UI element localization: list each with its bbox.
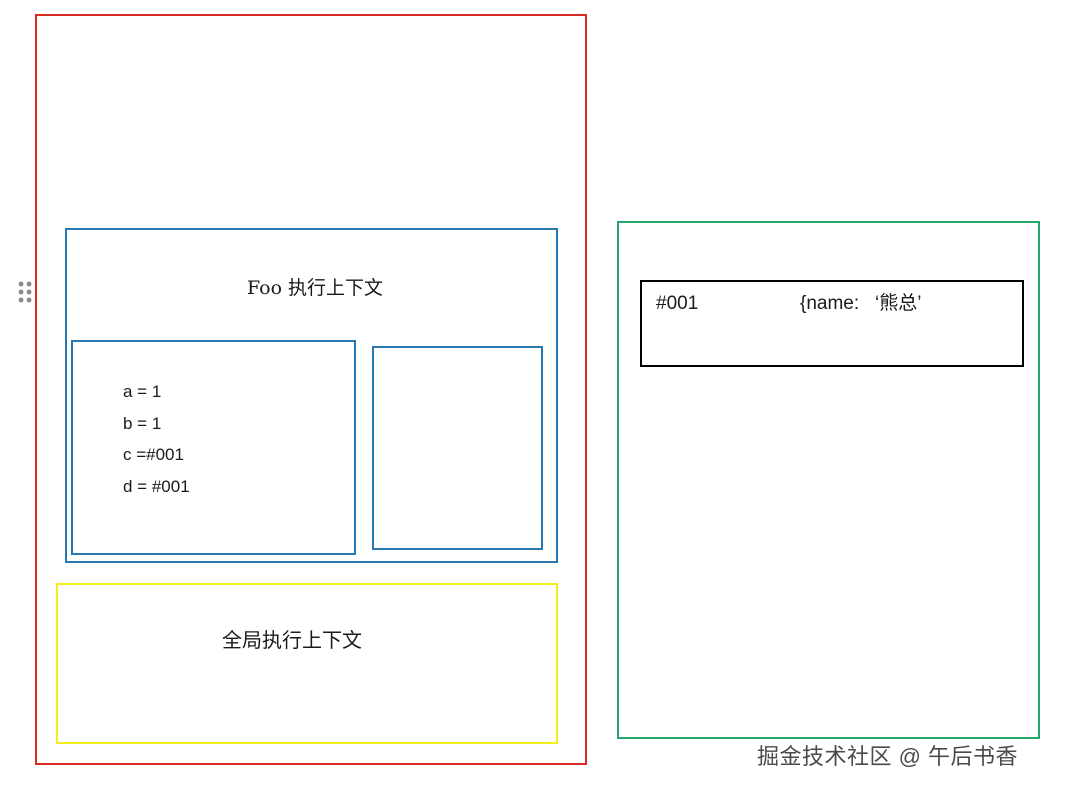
- variable-line: a = 1: [123, 382, 162, 401]
- drag-handle-icon[interactable]: [16, 280, 34, 306]
- heap-object-address: #001: [656, 293, 699, 314]
- heap-box: [617, 221, 1040, 739]
- variable-line: c =#001: [123, 445, 184, 464]
- foo-secondary-box: [372, 346, 543, 550]
- watermark: 掘金技术社区 @ 午后书香: [757, 744, 1019, 769]
- heap-object-box: [640, 280, 1024, 367]
- foo-variables-list: a = 1 b = 1 c =#001 d = #001: [123, 376, 190, 502]
- variable-line: d = #001: [123, 476, 190, 496]
- global-context-box: [56, 583, 558, 744]
- variable-line: b = 1: [123, 413, 162, 433]
- execution-stack-box: [35, 14, 587, 765]
- heap-object-value: {name: ‘熊总’: [800, 293, 922, 314]
- foo-context-box: [65, 228, 558, 563]
- global-context-title: 全局执行上下文: [222, 628, 362, 652]
- foo-context-title: Foo 执行上下文: [247, 277, 384, 299]
- foo-variables-box: [71, 340, 356, 555]
